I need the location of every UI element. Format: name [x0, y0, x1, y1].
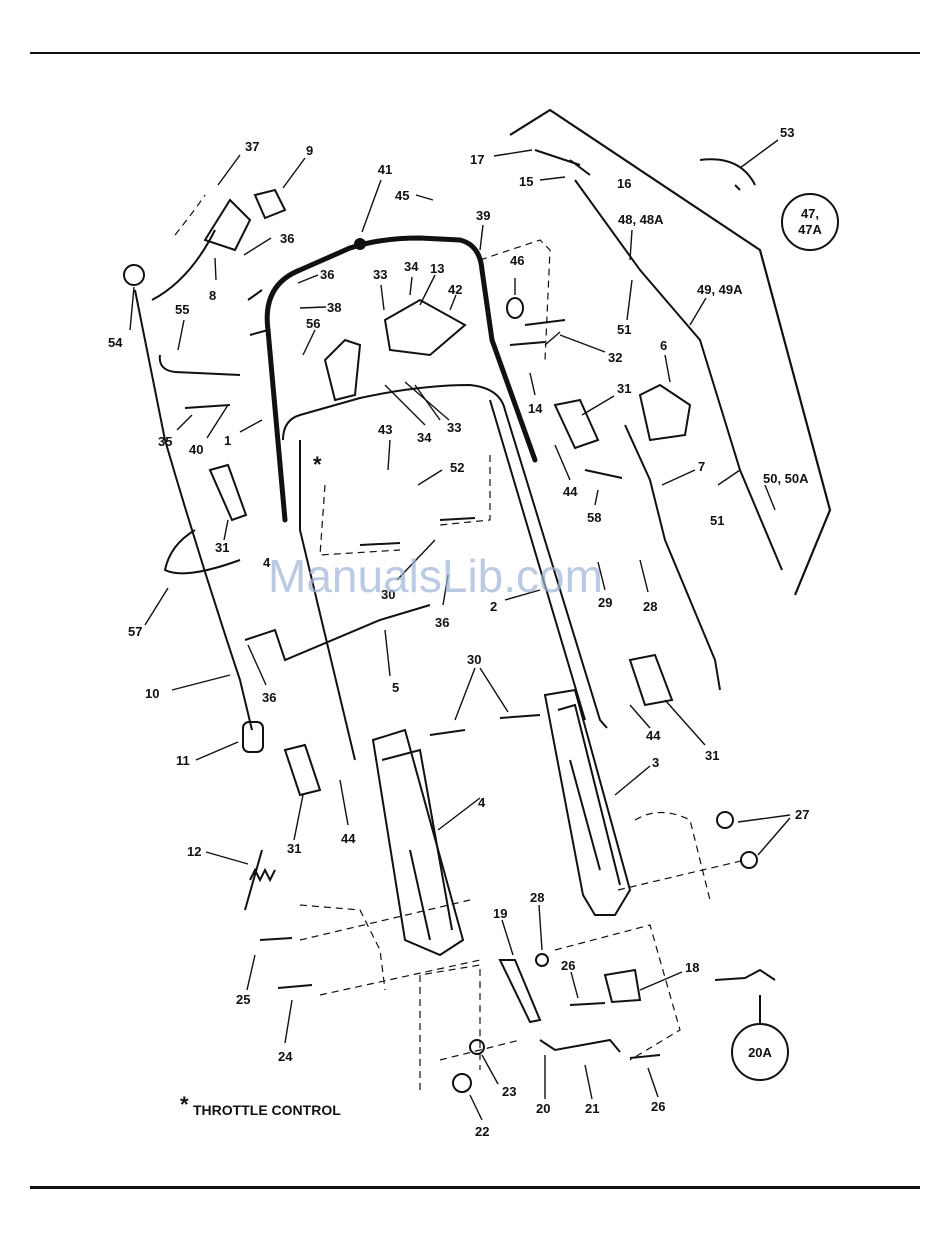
callout-label: 23 [502, 1084, 516, 1099]
callout-label: 1 [224, 433, 231, 448]
callout-label: 25 [236, 992, 250, 1007]
callout-label: 36 [320, 267, 334, 282]
callout-label: 45 [395, 188, 409, 203]
callout-label: 40 [189, 442, 203, 457]
callout-label: 44 [341, 831, 356, 846]
callout-label: 51 [617, 322, 631, 337]
callout-label: 35 [158, 434, 172, 449]
callout-label: 33 [447, 420, 461, 435]
callout-label: 18 [685, 960, 699, 975]
callout-label: 41 [378, 162, 392, 177]
callout-label: 21 [585, 1101, 599, 1116]
callout-label: 8 [209, 288, 216, 303]
callout-label: 31 [617, 381, 631, 396]
callout-label: 34 [404, 259, 419, 274]
callout-label: 48, 48A [618, 212, 664, 227]
watermark: ManualsLib.com [268, 550, 603, 602]
callout-label: 10 [145, 686, 159, 701]
callout-label: 14 [528, 401, 543, 416]
callout-label: 22 [475, 1124, 489, 1139]
callout-label: 33 [373, 267, 387, 282]
callout-label: 19 [493, 906, 507, 921]
callout-label: 56 [306, 316, 320, 331]
throttle-star-mark: * [313, 452, 322, 477]
callout-label: 49, 49A [697, 282, 743, 297]
callout-label: 20 [536, 1101, 550, 1116]
callout-label: 54 [108, 335, 123, 350]
callout-label: 47, [801, 206, 819, 221]
callout-label: 42 [448, 282, 462, 297]
callout-label: 36 [435, 615, 449, 630]
callout-label: 58 [587, 510, 601, 525]
callout-label: 20A [748, 1045, 772, 1060]
callout-label: 53 [780, 125, 794, 140]
callout-label: 47A [798, 222, 822, 237]
callout-label: 17 [470, 152, 484, 167]
callout-label: 28 [530, 890, 544, 905]
note-star: * [180, 1092, 189, 1117]
callout-label: 3 [652, 755, 659, 770]
callout-label: 32 [608, 350, 622, 365]
callout-label: 44 [563, 484, 578, 499]
callout-label: 26 [651, 1099, 665, 1114]
callout-label: 5 [392, 680, 399, 695]
callout-label: 31 [705, 748, 719, 763]
callout-label: 24 [278, 1049, 293, 1064]
callout-label: 51 [710, 513, 724, 528]
callout-label: 39 [476, 208, 490, 223]
callout-label: 9 [306, 143, 313, 158]
note-text: THROTTLE CONTROL [193, 1102, 341, 1118]
callout-label: 27 [795, 807, 809, 822]
callout-label: 43 [378, 422, 392, 437]
callout-label: 26 [561, 958, 575, 973]
callout-label: 52 [450, 460, 464, 475]
callout-label: 57 [128, 624, 142, 639]
callout-label: 31 [287, 841, 301, 856]
callout-label: 55 [175, 302, 189, 317]
callout-label: 46 [510, 253, 524, 268]
callout-label: 38 [327, 300, 341, 315]
callout-label: 11 [176, 753, 190, 768]
callout-label: 36 [280, 231, 294, 246]
callout-label: 16 [617, 176, 631, 191]
callout-label: 50, 50A [763, 471, 809, 486]
callout-label: 37 [245, 139, 259, 154]
callout-label: 6 [660, 338, 667, 353]
throttle-note: * THROTTLE CONTROL [180, 1092, 341, 1118]
callout-label: 12 [187, 844, 201, 859]
callout-label: 15 [519, 174, 533, 189]
callout-label: 44 [646, 728, 661, 743]
callout-label: 28 [643, 599, 657, 614]
callout-label: 36 [262, 690, 276, 705]
callout-label: 34 [417, 430, 432, 445]
callout-label: 30 [467, 652, 481, 667]
callout-label: 13 [430, 261, 444, 276]
callout-label: 4 [478, 795, 486, 810]
callout-label: 31 [215, 540, 229, 555]
callout-label: 7 [698, 459, 705, 474]
